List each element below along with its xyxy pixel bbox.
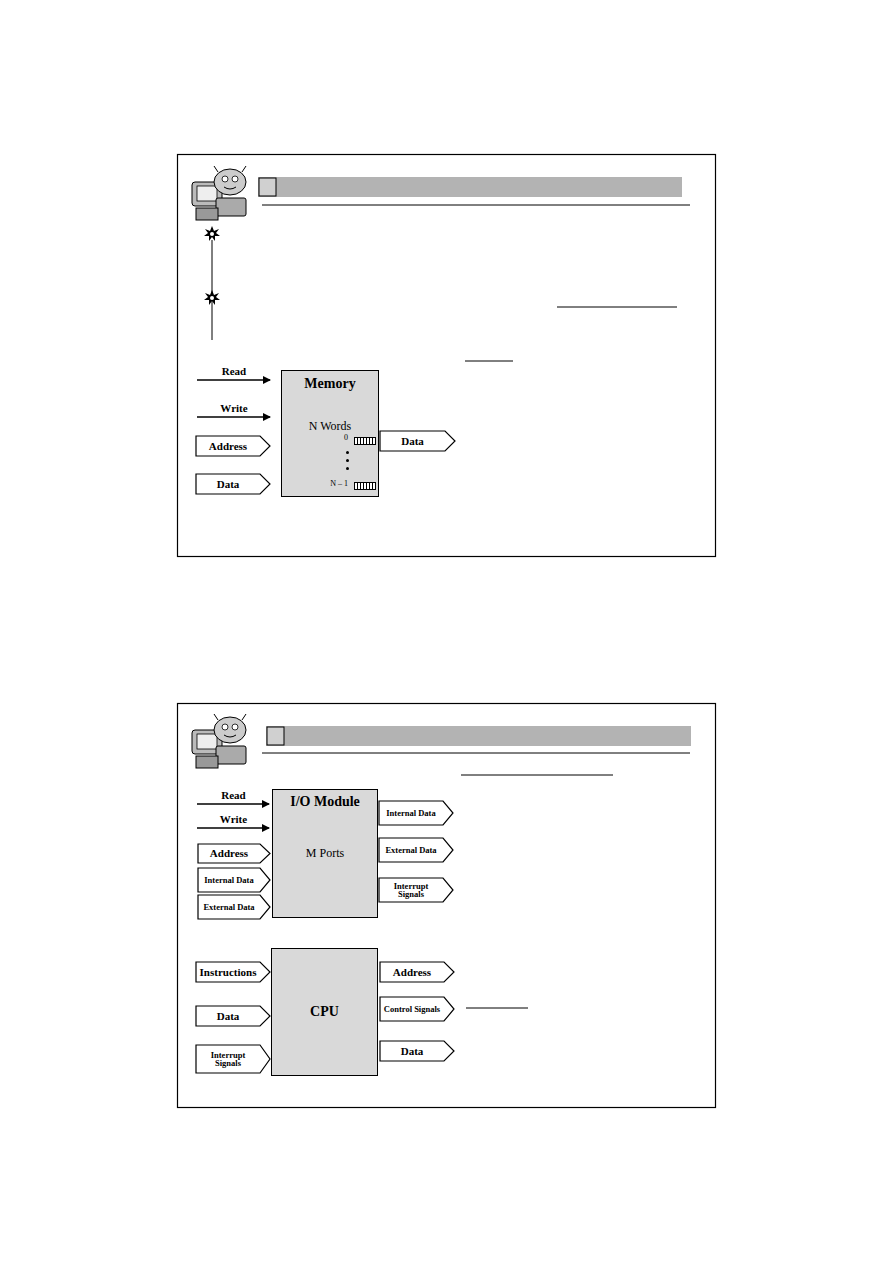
signal-arrow <box>196 436 270 456</box>
block-box: I/O Module M Ports <box>272 789 378 918</box>
signal-name: Control Signals <box>382 1005 442 1014</box>
signal-line <box>197 416 270 418</box>
signal-arrow <box>379 838 453 862</box>
block-box: CPU <box>271 948 378 1076</box>
signal-name: Data <box>382 1046 442 1057</box>
signal-arrow <box>198 895 270 919</box>
signal-arrow <box>380 997 454 1021</box>
signal-name: External Data <box>381 846 441 855</box>
ellipsis-dot <box>346 451 349 454</box>
signal-name: External Data <box>200 903 258 912</box>
block-box: Memory N Words0 N – 1 <box>281 370 379 497</box>
block-title: Memory <box>304 376 355 392</box>
signal-arrow <box>196 962 270 982</box>
signal-line <box>197 379 270 381</box>
signal-name: Address <box>382 967 442 978</box>
ellipsis-dot <box>346 467 349 470</box>
signal-line <box>197 803 269 805</box>
signal-name: Instructions <box>198 967 258 978</box>
signal-name: Interrupt Signals <box>198 1051 258 1068</box>
signal-arrow <box>198 868 270 892</box>
signal-name: Read <box>222 366 246 377</box>
signal-arrow <box>380 962 454 982</box>
ellipsis-dot <box>346 459 349 462</box>
word-cell <box>372 437 376 445</box>
block-text: N Words <box>309 419 351 434</box>
signal-name: Write <box>220 403 247 414</box>
signal-name: Data <box>198 479 258 490</box>
signal-name: Read <box>221 790 245 801</box>
signal-name: Interrupt Signals <box>381 882 441 899</box>
block-text: M Ports <box>306 846 344 861</box>
signal-name: Address <box>198 441 258 452</box>
signal-name: Write <box>220 814 247 825</box>
signal-arrow <box>196 474 270 494</box>
signal-arrow <box>379 878 453 902</box>
block-text: N – 1 <box>330 479 348 488</box>
block-title: CPU <box>310 1004 339 1020</box>
signal-arrow <box>380 1041 454 1061</box>
signal-arrow <box>379 801 453 825</box>
signal-name: Data <box>382 436 443 447</box>
signal-arrow <box>380 431 455 451</box>
signal-arrow <box>198 844 270 863</box>
signal-arrow <box>196 1045 270 1073</box>
signal-name: Data <box>198 1011 258 1022</box>
block-title: I/O Module <box>290 794 360 810</box>
signal-name: Internal Data <box>200 876 258 885</box>
signal-arrow <box>196 1006 270 1026</box>
signal-line <box>197 827 269 829</box>
signal-name: Address <box>200 848 258 859</box>
block-text: 0 <box>344 433 348 442</box>
signal-name: Internal Data <box>381 809 441 818</box>
word-cell <box>372 482 376 490</box>
